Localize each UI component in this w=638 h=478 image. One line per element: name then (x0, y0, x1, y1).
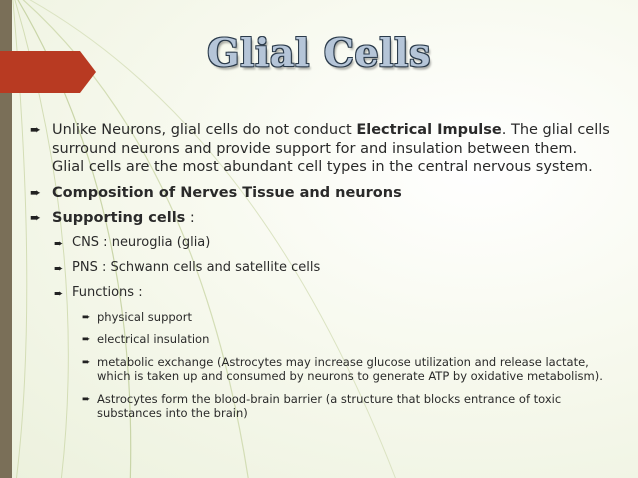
arrow-bullet-icon: ➨ (82, 393, 91, 405)
title-tab-arrow (0, 51, 96, 93)
bullet-composition: ➨ Composition of Nerves Tissue and neuro… (30, 184, 610, 203)
function-item: ➨ physical support (82, 309, 192, 324)
arrow-bullet-icon: ➨ (54, 261, 64, 275)
arrow-bullet-icon: ➨ (82, 311, 91, 323)
sub-bullet-pns: ➨ PNS : Schwann cells and satellite cell… (54, 259, 321, 275)
arrow-bullet-icon: ➨ (30, 185, 41, 201)
arrow-bullet-icon: ➨ (54, 236, 64, 250)
function-item: ➨ Astrocytes form the blood-brain barrie… (82, 391, 562, 421)
emphasis-electrical-impulse: Electrical Impulse (356, 122, 502, 138)
arrow-bullet-icon: ➨ (30, 211, 41, 226)
function-item: ➨ metabolic exchange (Astrocytes may inc… (82, 354, 603, 384)
bullet-glial-intro: ➨ Unlike Neurons, glial cells do not con… (30, 122, 610, 175)
slide-side-bar (0, 0, 12, 478)
slide-title: Glial Cells (207, 30, 431, 75)
slide-content: ➨ Unlike Neurons, glial cells do not con… (30, 121, 610, 429)
arrow-bullet-icon: ➨ (82, 356, 91, 368)
sub-bullet-cns: ➨ CNS : neuroglia (glia) (54, 234, 211, 250)
bullet-supporting-cells: ➨ Supporting cells : (30, 209, 610, 228)
arrow-bullet-icon: ➨ (54, 286, 64, 300)
sub-bullet-functions: ➨ Functions : (54, 284, 143, 300)
function-item: ➨ electrical insulation (82, 332, 210, 346)
arrow-bullet-icon: ➨ (82, 334, 91, 345)
arrow-bullet-icon: ➨ (30, 123, 41, 138)
